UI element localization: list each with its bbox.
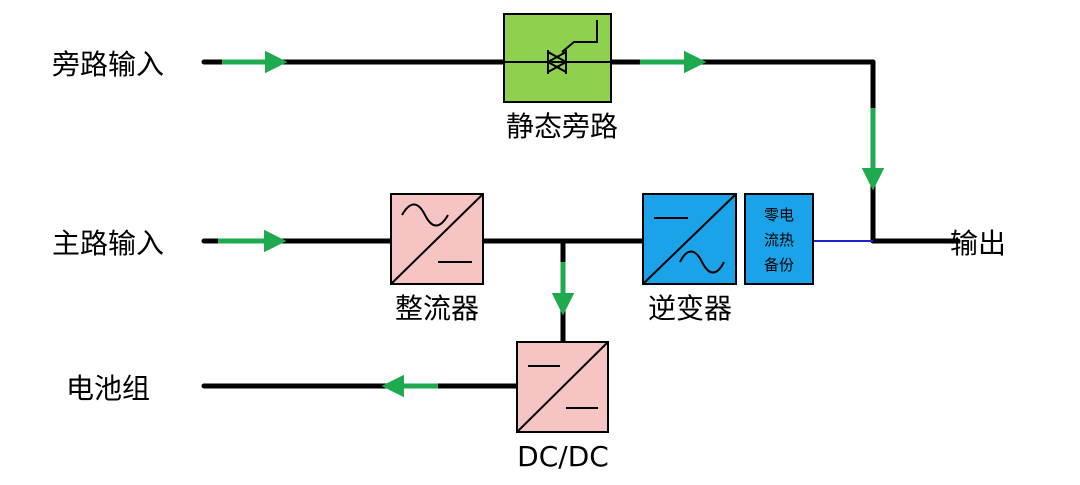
main-input-label: 主路输入 [52,227,164,260]
battery-label: 电池组 [66,372,150,405]
dcdc-block [516,341,609,433]
inverter-block [642,193,737,285]
zero-backup-label-1: 零电 [764,206,794,224]
zero-backup-label-3: 备份 [764,256,794,274]
inverter-label: 逆变器 [648,292,732,325]
output-label: 输出 [950,227,1006,260]
thyristor-icon [504,20,611,74]
zero-backup-label-2: 流热 [764,231,794,249]
zero-backup-block: 零电 流热 备份 [744,193,814,285]
dc-to-dc-icon [516,341,609,433]
ac-to-dc-icon [390,193,484,285]
static-bypass-label: 静态旁路 [506,110,618,143]
rectifier-block [390,193,484,285]
flow-arrows [218,50,885,398]
static-bypass-block [503,13,612,103]
rectifier-label: 整流器 [395,292,479,325]
bypass-input-label: 旁路输入 [52,48,164,81]
dcdc-label: DC/DC [517,440,609,473]
zero-backup-box [744,193,814,285]
dc-to-ac-icon [642,193,737,285]
